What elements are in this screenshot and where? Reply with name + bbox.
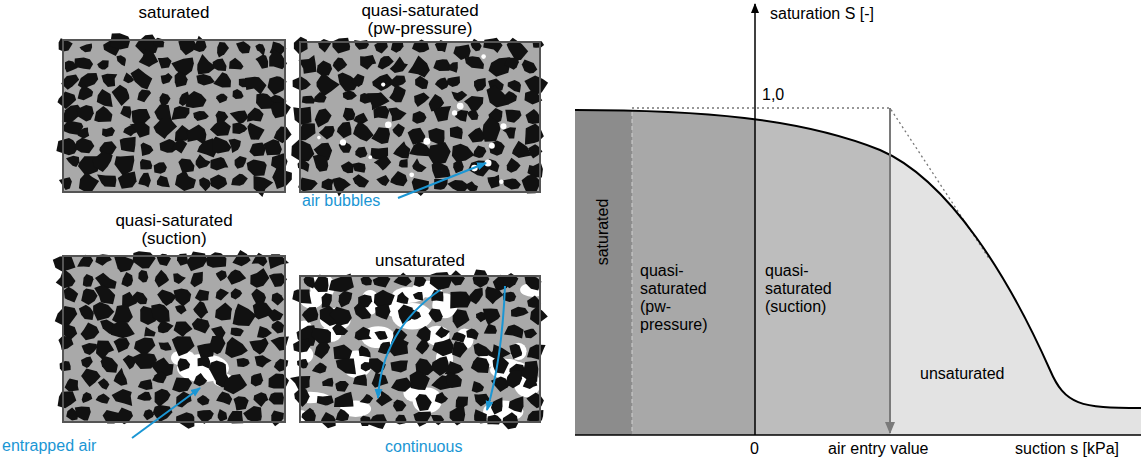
callout-label: entrapped air <box>2 437 96 455</box>
panel-title: saturated <box>63 4 285 22</box>
callout-label: air bubbles <box>302 192 380 210</box>
callout-label: continuous <box>385 438 462 456</box>
soil-illustration <box>63 40 285 192</box>
panel-title: quasi-saturated (pw-pressure) <box>345 2 495 38</box>
leader-line <box>398 163 486 198</box>
band-fills <box>575 100 1141 440</box>
saturated-band: saturated <box>575 110 632 435</box>
soil-panel: saturated <box>63 4 285 192</box>
flow-arrow <box>378 290 440 398</box>
band-label: saturated <box>594 199 612 266</box>
idealised-curve <box>632 108 990 260</box>
soil-panel: quasi-saturated (pw-pressure) <box>300 2 540 192</box>
quasi-saturated-band: quasi- saturated (pw- pressure) <box>632 112 755 435</box>
soil-panel: unsaturated <box>300 252 540 422</box>
band-divider <box>632 112 633 435</box>
air-entry-arrow <box>889 108 891 433</box>
panel-title: quasi-saturated (suction) <box>99 212 249 248</box>
band-label: unsaturated <box>920 365 1005 383</box>
axis-title: saturation S [-] <box>770 5 874 23</box>
panel-title: unsaturated <box>345 252 495 270</box>
soil-illustration <box>63 256 285 422</box>
tick-label: 0 <box>750 440 759 458</box>
soil-panel: quasi-saturated (suction) <box>63 212 285 422</box>
y-axis <box>754 4 756 435</box>
leader-line <box>132 388 200 438</box>
unsaturated-band: unsaturated <box>890 150 1141 435</box>
quasi-saturated-band: quasi- saturated (suction) <box>755 115 890 435</box>
tick-label: 1,0 <box>762 86 784 104</box>
retention-curve <box>575 110 1141 408</box>
band-label: quasi- saturated (pw- pressure) <box>640 262 725 334</box>
flow-arrow <box>487 286 505 410</box>
x-axis <box>575 434 1141 436</box>
axis-title: suction s [kPa] <box>1015 440 1119 458</box>
axis-annotation: air entry value <box>828 440 929 458</box>
band-label: quasi- saturated (suction) <box>765 262 850 316</box>
soil-illustration <box>300 42 540 192</box>
